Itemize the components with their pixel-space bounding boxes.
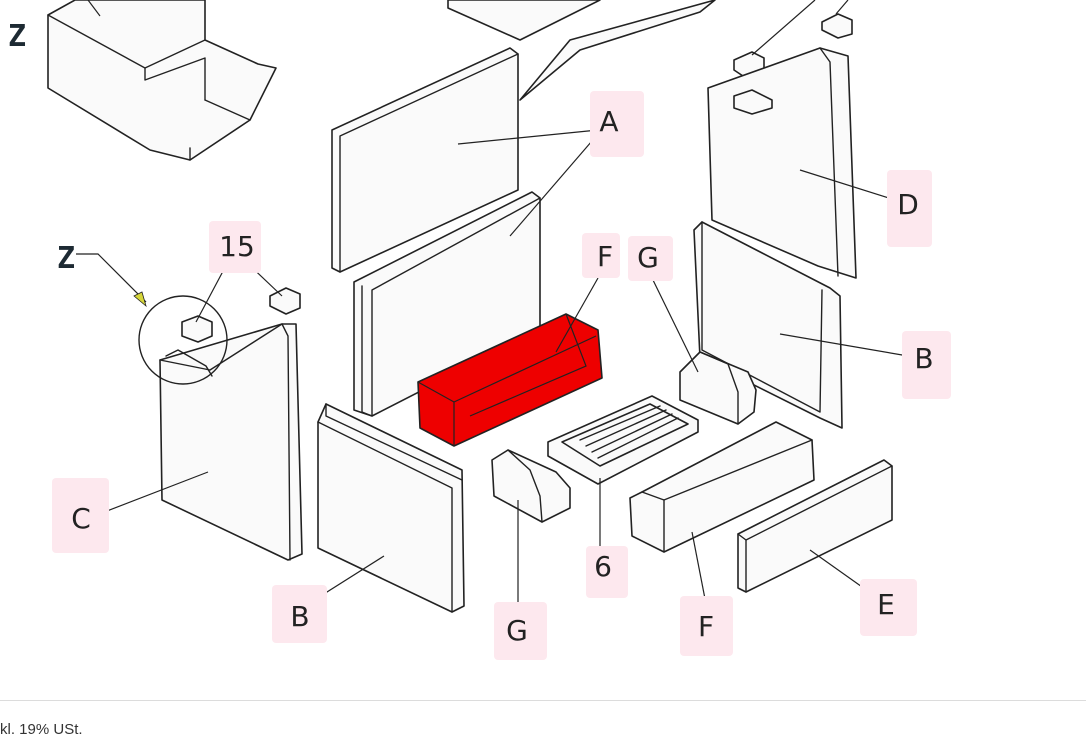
- callout-f-top[interactable]: F: [582, 233, 620, 278]
- part-f-lower: [629, 421, 815, 605]
- part-6-tray: [547, 395, 699, 552]
- callout-f-bottom-text: F: [698, 610, 714, 643]
- part-g-upper: [651, 277, 757, 425]
- price-tax-note: kl. 19% USt.: [0, 721, 83, 738]
- callout-f-top-text: F: [597, 240, 613, 273]
- exploded-parts-diagram: Z: [8, 0, 951, 660]
- callout-g-top[interactable]: G: [628, 236, 673, 281]
- part-top-left-bracket: [47, 0, 277, 161]
- panel-b-left: [307, 403, 465, 613]
- highlighted-part-f: [417, 277, 603, 447]
- callout-b-left-text: B: [290, 600, 309, 633]
- panel-a-upper: [331, 47, 599, 273]
- callout-b-left[interactable]: B: [272, 585, 327, 643]
- callout-e[interactable]: E: [860, 579, 917, 636]
- callout-15-text: 15: [219, 230, 255, 263]
- callout-d-text: D: [897, 188, 919, 221]
- callout-6[interactable]: 6: [586, 546, 628, 598]
- callout-e-text: E: [877, 588, 895, 621]
- z-marker-top: Z: [8, 19, 26, 54]
- detail-circle-z: [76, 253, 228, 385]
- panel-c: [93, 323, 303, 561]
- callout-15[interactable]: 15: [209, 221, 261, 273]
- part-top-center: [447, 0, 716, 101]
- callout-g-bottom[interactable]: G: [494, 602, 547, 660]
- callout-g-bottom-text: G: [506, 614, 528, 647]
- callout-c-text: C: [71, 502, 91, 535]
- panel-d: [707, 47, 896, 279]
- footer-divider: [0, 700, 1086, 701]
- callout-g-top-text: G: [637, 241, 659, 274]
- callout-d[interactable]: D: [887, 170, 932, 247]
- callout-c[interactable]: C: [52, 478, 109, 553]
- z-marker-detail: Z: [57, 241, 75, 276]
- callout-6-text: 6: [594, 550, 612, 583]
- part-g-lower: [491, 449, 571, 604]
- callout-f-bottom[interactable]: F: [680, 596, 733, 656]
- callout-a-text: A: [599, 105, 618, 138]
- callout-b-right-text: B: [914, 342, 933, 375]
- callout-a[interactable]: A: [590, 91, 644, 157]
- callout-b-right[interactable]: B: [902, 331, 951, 399]
